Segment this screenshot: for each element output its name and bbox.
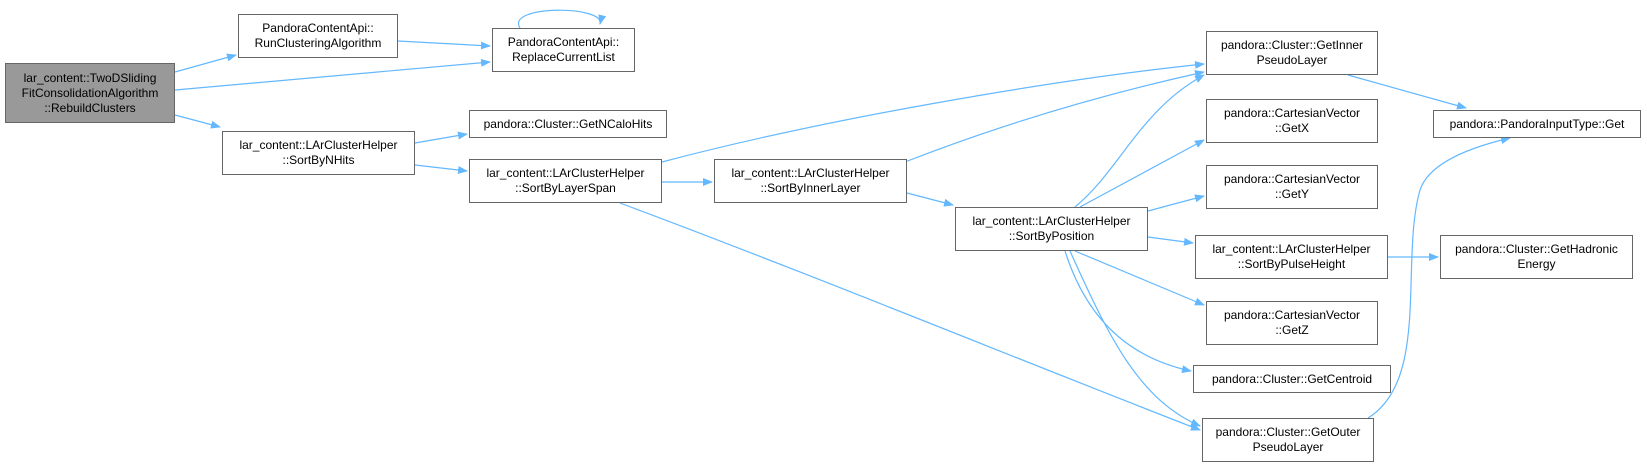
edge-inner-layer-to-sort-by-position [906,192,954,207]
node-sort-by-nhits[interactable]: lar_content::LArClusterHelper ::SortByNH… [222,131,415,175]
node-label-line: pandora::CartesianVector [1223,308,1361,322]
edge-layer-span-to-get-inner-pseudo [661,60,1205,163]
node-label-line: PseudoLayer [1256,53,1328,67]
node-sort-by-position[interactable]: lar_content::LArClusterHelper ::SortByPo… [955,207,1148,251]
node-label-line: lar_content::LArClusterHelper [239,138,398,152]
edge-inner-pseudo-to-input-type-get [1347,74,1467,110]
call-edges [174,9,1511,431]
node-get-z[interactable]: pandora::CartesianVector ::GetZ [1206,301,1378,345]
node-label-line: lar_content::LArClusterHelper [731,166,890,180]
node-get-outer-pseudo-layer[interactable]: pandora::Cluster::GetOuter PseudoLayer [1202,418,1374,462]
node-get-centroid[interactable]: pandora::Cluster::GetCentroid [1193,365,1391,393]
node-label-line: pandora::Cluster::GetNCaloHits [483,116,653,131]
node-label-line: Energy [1517,257,1556,271]
node-get-hadronic-energy[interactable]: pandora::Cluster::GetHadronic Energy [1440,235,1633,279]
node-sort-by-inner-layer[interactable]: lar_content::LArClusterHelper ::SortByIn… [714,159,907,203]
node-label-line: pandora::CartesianVector [1223,106,1361,120]
node-sort-by-pulse-height[interactable]: lar_content::LArClusterHelper ::SortByPu… [1195,235,1388,279]
edge-position-to-get-outer-pseudo [1069,250,1201,427]
node-label-line: pandora::PandoraInputType::Get [1449,116,1625,131]
node-label-line: ::GetZ [1275,323,1309,337]
node-label-line: pandora::CartesianVector [1223,172,1361,186]
node-replace-current-list[interactable]: PandoraContentApi:: ReplaceCurrentList [492,28,635,72]
edge-rebuild-to-replace-current [174,58,491,91]
node-label-line: ::RebuildClusters [44,100,136,115]
edge-run-clustering-to-replace [397,40,491,50]
node-label-line: ::SortByInnerLayer [760,181,861,195]
edge-position-to-get-x [1079,139,1205,208]
edge-rebuild-to-sort-by-nhits [174,114,221,129]
node-label-line: PandoraContentApi:: [507,35,620,49]
edge-rebuild-to-run-clustering [174,53,237,73]
edge-position-to-sort-by-pulse [1147,236,1194,246]
node-label-line: pandora::Cluster::GetCentroid [1211,371,1373,386]
node-label-line: ReplaceCurrentList [512,50,615,64]
node-sort-by-layer-span[interactable]: lar_content::LArClusterHelper ::SortByLa… [469,159,662,203]
node-label-line: ::SortByPulseHeight [1237,257,1346,271]
node-label-line: pandora::Cluster::GetInner [1220,38,1364,52]
edge-nhits-to-sort-by-layer-span [414,164,468,174]
node-label-line: lar_content::LArClusterHelper [1212,242,1371,256]
edge-nhits-to-get-ncalo-hits [414,131,468,144]
node-label-line: lar_content::LArClusterHelper [486,166,645,180]
node-label-line: ::SortByLayerSpan [515,181,616,195]
node-get-ncalo-hits[interactable]: pandora::Cluster::GetNCaloHits [469,110,667,138]
edge-position-to-get-y [1147,194,1205,212]
node-get-inner-pseudo-layer[interactable]: pandora::Cluster::GetInner PseudoLayer [1206,31,1378,75]
node-run-clustering-algorithm[interactable]: PandoraContentApi:: RunClusteringAlgorit… [238,14,398,58]
edge-outer-pseudo-to-input-type-get [1367,136,1511,419]
node-get-x[interactable]: pandora::CartesianVector ::GetX [1206,99,1378,143]
edge-inner-layer-to-get-inner-pseudo [904,70,1205,163]
node-label-line: FitConsolidationAlgorithm [21,85,159,100]
node-label-line: ::SortByNHits [282,153,355,167]
node-label-line: ::GetY [1274,187,1309,201]
node-label-line: pandora::Cluster::GetOuter [1215,425,1361,439]
node-label-line: lar_content::LArClusterHelper [972,214,1131,228]
node-label-line: ::GetX [1274,121,1309,135]
node-label-line: pandora::Cluster::GetHadronic [1455,242,1618,256]
node-label-line: ::SortByPosition [1008,229,1095,243]
node-label-line: RunClusteringAlgorithm [254,36,382,50]
edge-layer-span-to-get-outer-pseudo [619,202,1201,431]
node-label-line: PseudoLayer [1252,440,1324,454]
node-get-y[interactable]: pandora::CartesianVector ::GetY [1206,165,1378,209]
edge-position-to-get-centroid [1064,250,1192,374]
node-label-line: PandoraContentApi:: [262,21,374,35]
node-label-line: lar_content::TwoDSliding [23,70,157,85]
edge-replace-self-loop [517,9,607,29]
node-rebuild-clusters: lar_content::TwoDSliding FitConsolidatio… [5,63,175,123]
edge-position-to-get-inner-pseudo [1074,74,1205,208]
edge-position-to-get-z [1074,250,1205,306]
node-pandora-input-type-get[interactable]: pandora::PandoraInputType::Get [1433,110,1641,138]
